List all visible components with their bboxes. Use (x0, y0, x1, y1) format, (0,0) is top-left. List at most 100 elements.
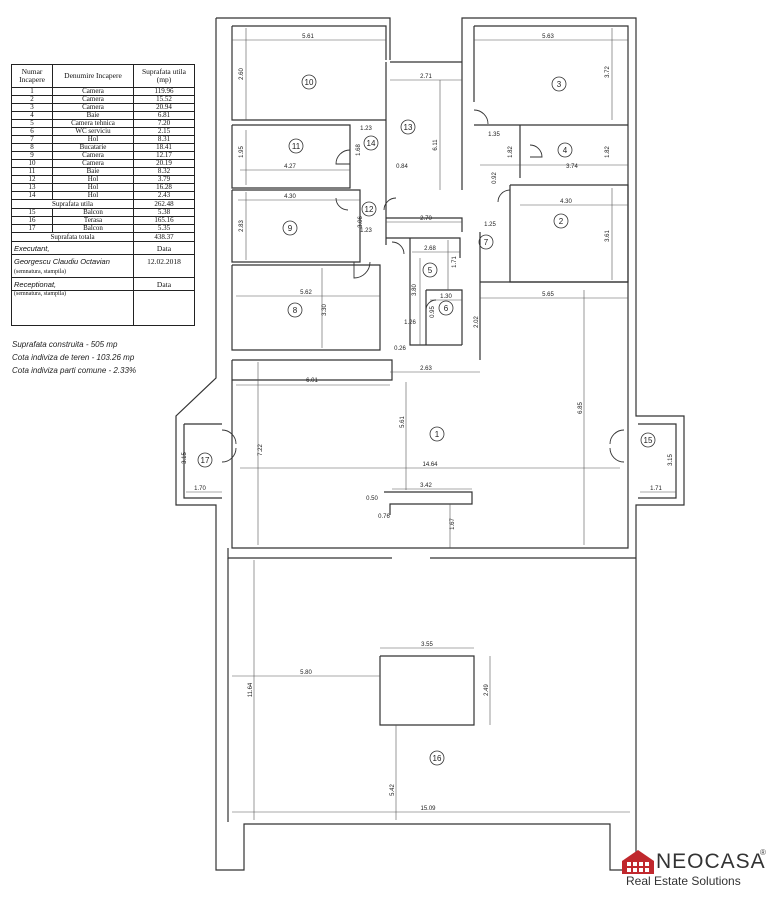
door-icon (383, 197, 397, 211)
dimension-label: 5.62 (300, 290, 312, 296)
dimension-label: 1.25 (484, 222, 496, 228)
room-marker-circle (361, 201, 377, 217)
receptionat-signature-row: (semnatura, stampila) (11, 290, 195, 326)
dimension-label: 4.30 (284, 194, 296, 200)
dimension-label: 0.76 (378, 514, 390, 520)
room-number: 5 (428, 266, 433, 275)
room-number: 13 (404, 123, 413, 132)
dimension-label: 3.06 (358, 216, 364, 228)
dimension-label: 1.71 (650, 486, 662, 492)
brand-name: NEOCASA (656, 850, 766, 873)
room-marker-circle (551, 76, 567, 92)
room-marker: 5 (422, 262, 438, 278)
room-marker: 8 (287, 302, 303, 318)
dimension-label: 2.83 (239, 220, 245, 232)
room-number: 2 (559, 217, 564, 226)
room-marker: 1 (429, 426, 445, 442)
room-number: 1 (435, 430, 440, 439)
room-marker-circle (363, 135, 379, 151)
room-marker-circle (288, 138, 304, 154)
dimension-label: 6.85 (578, 402, 584, 414)
receptionat-empty (133, 290, 195, 326)
room-marker-circle (429, 426, 445, 442)
room-legend-table: Numar Incapere Denumire Incapere Suprafa… (11, 64, 195, 326)
neocasa-logo: NEOCASA ® Real Estate Solutions (622, 848, 772, 892)
dimension-label: 2.49 (484, 684, 490, 696)
room-number: 15 (644, 436, 653, 445)
door-icon (335, 197, 349, 211)
room-number: 16 (433, 754, 442, 763)
room-marker-circle (301, 74, 317, 90)
dimension-label: 3.72 (605, 66, 611, 78)
room-marker: 17 (197, 452, 213, 468)
room-marker-circle (438, 300, 454, 316)
dimension-label: 1.35 (488, 132, 500, 138)
dimension-label: 1.26 (404, 320, 416, 326)
room-marker-circle (429, 750, 445, 766)
dimension-label: 1.68 (356, 144, 362, 156)
col-header-area: Suprafata utila (mp) (133, 64, 195, 88)
dimension-label: 0.26 (394, 346, 406, 352)
dimension-label: 2.70 (420, 216, 432, 222)
dimension-label: 1.82 (605, 146, 611, 158)
room-marker: 14 (363, 135, 379, 151)
dimension-label: 0.84 (396, 164, 408, 170)
dimension-label: 3.61 (605, 230, 611, 242)
dimension-label: 1.67 (450, 518, 456, 530)
door-swings (221, 109, 625, 463)
dimension-label: 5.63 (542, 34, 554, 40)
built-area-note: Suprafata construita - 505 mp (12, 340, 118, 349)
dimension-label: 3.15 (668, 454, 674, 466)
dimension-label: 4.30 (560, 199, 572, 205)
land-share-note: Cota indiviza de teren - 103.26 mp (12, 353, 135, 362)
room-marker-circle (400, 119, 416, 135)
dimension-label: 14.64 (422, 462, 438, 468)
dimension-label: 7.22 (258, 444, 264, 456)
room-marker-circle (287, 302, 303, 318)
door-icon (353, 261, 371, 279)
door-icon (529, 144, 543, 158)
room-marker: 4 (557, 142, 573, 158)
dimension-label: 2.60 (239, 68, 245, 80)
executant-date: 12.02.2018 (133, 254, 195, 267)
room-marker: 13 (400, 119, 416, 135)
brand-tagline: Real Estate Solutions (626, 874, 741, 888)
door-icon (609, 447, 625, 463)
room-marker-circle (553, 213, 569, 229)
dimension-label: 0.92 (492, 172, 498, 184)
room-number: 8 (293, 306, 298, 315)
col-header-number: Numar Incapere (11, 64, 53, 88)
room-marker: 12 (361, 201, 377, 217)
dimension-label: 1.70 (194, 486, 206, 492)
dimension-label: 3.80 (412, 284, 418, 296)
door-icon (425, 299, 437, 311)
dimension-label: 0.50 (366, 496, 378, 502)
door-icon (473, 109, 489, 125)
door-icon (497, 189, 511, 203)
room-marker: 7 (478, 234, 494, 250)
room-number: 14 (367, 139, 376, 148)
signature-hint-2: (semnatura, stampila) (11, 290, 134, 326)
dimension-label: 3.30 (322, 304, 328, 316)
dimension-label: 0.95 (430, 306, 436, 318)
dimension-label: 2.71 (420, 74, 432, 80)
common-share-note: Cota indiviza parti comune - 2.33% (12, 366, 137, 375)
dimension-label: 15.09 (420, 806, 436, 812)
door-icon (221, 429, 237, 445)
dimension-lines (186, 28, 676, 820)
dimension-label: 1.23 (360, 126, 372, 132)
registered-mark: ® (760, 848, 766, 857)
room-marker-circle (282, 220, 298, 236)
dimension-label: 1.71 (452, 256, 458, 268)
dimension-label: 2.02 (474, 316, 480, 328)
room-marker: 11 (288, 138, 304, 154)
room-number: 4 (563, 146, 568, 155)
room-marker: 9 (282, 220, 298, 236)
room-marker-circle (640, 432, 656, 448)
room-number: 11 (292, 142, 301, 151)
dimension-label: 11.64 (248, 682, 254, 697)
room-number: 9 (288, 224, 293, 233)
